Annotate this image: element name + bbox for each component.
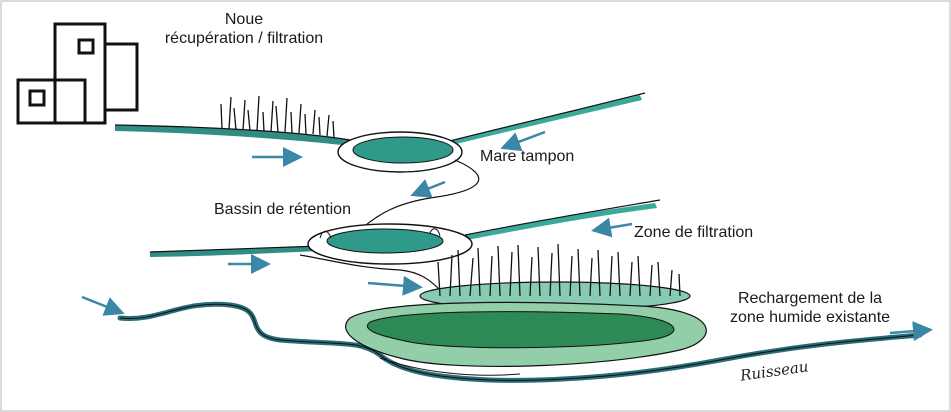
mare-tampon-pond	[338, 132, 462, 172]
label-zone-filtration: Zone de filtration	[634, 223, 753, 242]
label-rechargement-line2: zone humide existante	[700, 308, 920, 327]
zone-humide-wetland	[346, 302, 707, 375]
label-rechargement: Rechargement de la zone humide existante	[700, 289, 920, 327]
label-rechargement-line1: Rechargement de la	[700, 289, 920, 308]
label-bassin-retention: Bassin de rétention	[214, 200, 351, 219]
label-noue-line1: Noue	[135, 10, 353, 29]
label-mare-tampon: Mare tampon	[480, 147, 574, 166]
label-noue: Noue récupération / filtration	[135, 10, 353, 48]
label-noue-line2: récupération / filtration	[135, 29, 353, 48]
bassin-retention-pond	[308, 224, 472, 264]
building-icon	[18, 24, 137, 123]
